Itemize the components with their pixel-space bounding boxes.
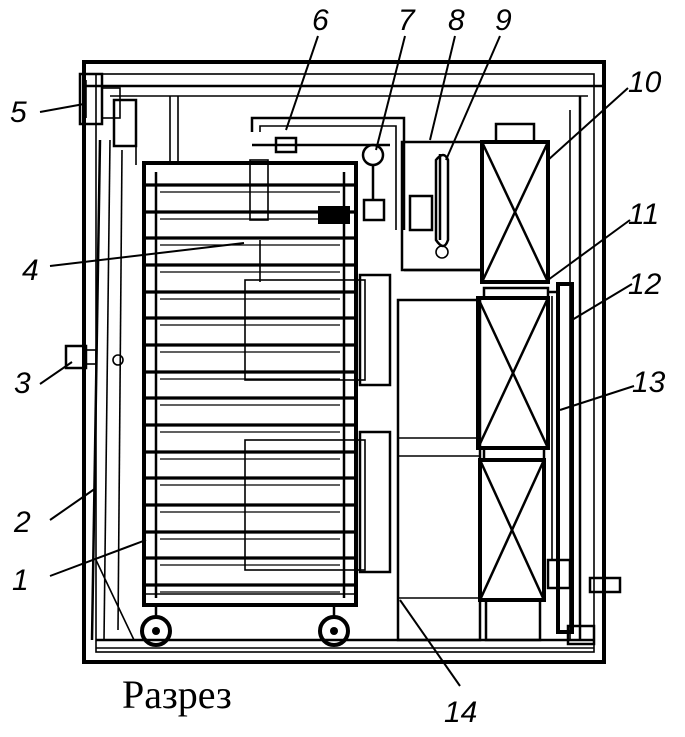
leader-12 [571,283,633,321]
leader-13 [559,385,635,411]
inner-piping [135,96,179,165]
leader-7 [375,35,406,151]
callout-9: 9 [495,4,512,37]
sensor-9 [434,153,450,259]
door [90,139,135,641]
trolley-trays [146,183,354,593]
top-pipe [249,116,406,230]
heater-block-bottom [478,446,546,642]
callout-13: 13 [632,366,666,399]
trolley-wheel-right [318,605,350,647]
callout-2: 2 [13,506,31,539]
chamber-panels [244,240,392,574]
callout-3: 3 [14,367,31,400]
callout-labels: 1 2 3 4 5 6 7 8 9 10 11 12 13 14 [10,4,666,729]
leader-2 [49,487,97,521]
drain-fitting [566,566,622,646]
trolley-wheel-left [140,605,172,647]
callout-8: 8 [448,4,465,37]
callout-10: 10 [628,66,662,99]
callout-7: 7 [398,4,416,37]
diagram-caption: Разрез [122,672,232,717]
leader-6 [285,35,319,131]
leader-10 [547,87,629,161]
water-pipe-12 [546,282,574,634]
callout-5: 5 [10,96,27,129]
leader-14 [399,599,461,687]
steam-duct [396,268,482,642]
door-handle [64,344,124,370]
callout-14: 14 [444,696,477,729]
leader-9 [445,35,501,161]
leader-3 [39,361,73,385]
leader-1 [49,539,147,577]
leader-5 [39,103,85,113]
callout-1: 1 [12,564,29,597]
callout-4: 4 [22,254,39,287]
top-hinge [78,72,138,148]
leader-lines [39,35,635,687]
leader-11 [547,219,631,281]
callout-12: 12 [628,268,662,301]
valve-7 [361,143,386,222]
leader-4 [49,242,245,267]
callout-11: 11 [628,198,659,231]
callout-6: 6 [312,4,329,37]
leader-8 [429,35,456,141]
heater-block-top [480,122,550,284]
heater-block-middle [476,286,550,450]
